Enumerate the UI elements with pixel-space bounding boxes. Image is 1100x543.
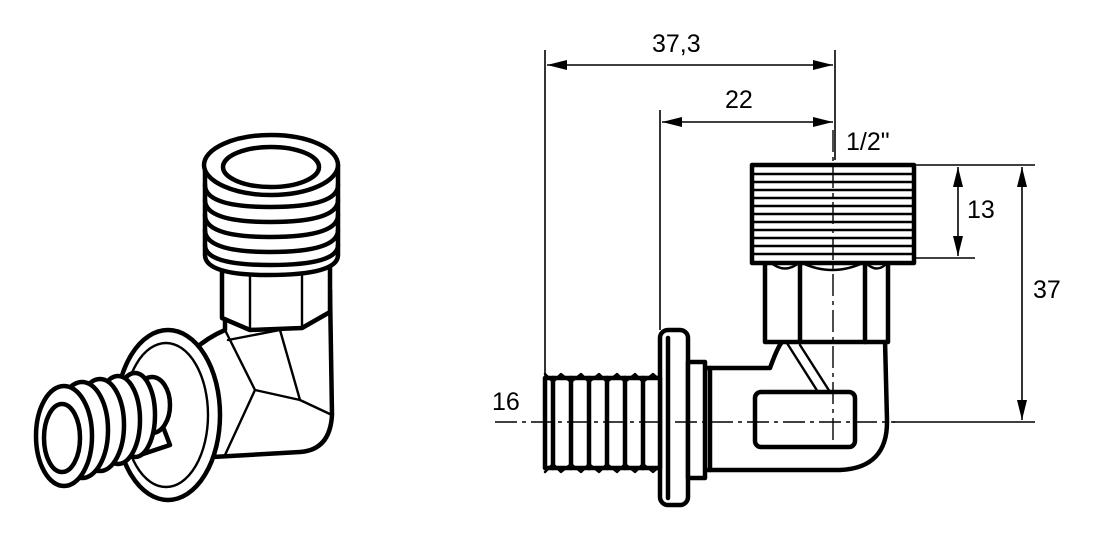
side-view [495,50,1035,508]
label-overall-length: 37,3 [652,30,701,58]
hex-nut-side [762,259,891,345]
label-overall-height: 37 [1033,276,1061,304]
label-thread-size: 1/2" [846,128,890,156]
flange-side [657,327,691,508]
isometric-view [33,132,341,503]
label-inner-length: 22 [725,86,753,114]
label-pipe-diameter: 16 [492,388,520,416]
label-thread-length: 13 [967,196,995,224]
